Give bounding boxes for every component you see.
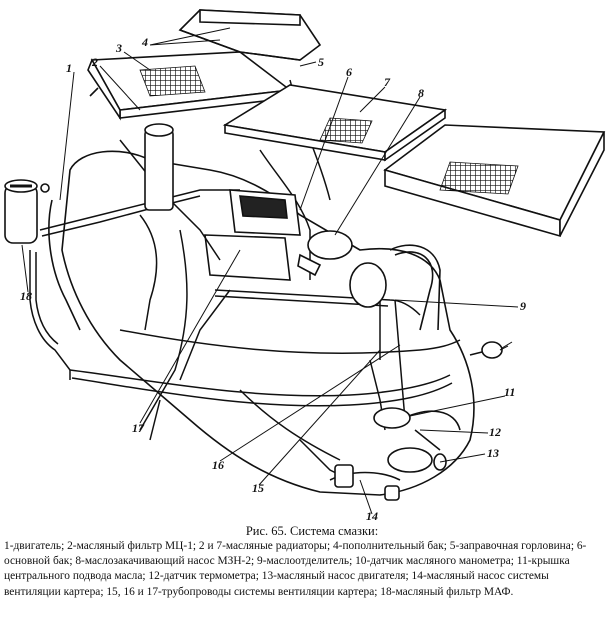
callout-labels: 1 2 3 4 5 6 7 8 9 11 12 13 14 15 16 17 1… bbox=[20, 35, 526, 523]
oil-pump-mzn2 bbox=[297, 230, 353, 277]
figure-caption: Рис. 65. Система смазки: 1-двигатель; 2-… bbox=[0, 523, 604, 600]
callout-2: 2 bbox=[91, 55, 98, 69]
main-oil-tank bbox=[204, 189, 301, 281]
callout-leaders bbox=[21, 27, 519, 515]
oil-radiator-right bbox=[383, 124, 606, 238]
callout-5: 5 bbox=[318, 55, 324, 69]
callout-4: 4 bbox=[141, 35, 148, 49]
additional-oil-tank bbox=[178, 9, 322, 61]
callout-11: 11 bbox=[504, 385, 515, 399]
callout-16: 16 bbox=[212, 458, 224, 472]
callout-7: 7 bbox=[384, 75, 391, 89]
callout-3: 3 bbox=[115, 41, 122, 55]
oil-pumps-cluster bbox=[334, 341, 503, 501]
callout-9: 9 bbox=[520, 299, 526, 313]
oil-filter-mc1 bbox=[144, 123, 174, 211]
callout-6: 6 bbox=[346, 65, 352, 79]
oil-radiator-left bbox=[87, 51, 293, 121]
oil-pipelines bbox=[29, 79, 491, 481]
caption-title: Рис. 65. Система смазки: bbox=[245, 524, 379, 538]
callout-18: 18 bbox=[20, 289, 32, 303]
oil-filter-maf bbox=[4, 179, 50, 244]
oil-separator bbox=[349, 251, 434, 331]
lubrication-system-diagram: 1 2 3 4 5 6 7 8 9 11 12 13 14 15 16 17 1… bbox=[4, 9, 606, 523]
callout-leader-14-right bbox=[501, 341, 513, 349]
callout-14: 14 bbox=[366, 509, 378, 523]
caption-legend-text: 1-двигатель; 2-масляный фильтр МЦ-1; 2 и… bbox=[4, 540, 587, 598]
callout-1: 1 bbox=[66, 61, 72, 75]
callout-17: 17 bbox=[132, 421, 145, 435]
callout-15: 15 bbox=[252, 481, 264, 495]
oil-radiator-middle bbox=[222, 84, 448, 162]
callout-8: 8 bbox=[418, 86, 424, 100]
callout-12: 12 bbox=[489, 425, 501, 439]
callout-13: 13 bbox=[487, 446, 499, 460]
